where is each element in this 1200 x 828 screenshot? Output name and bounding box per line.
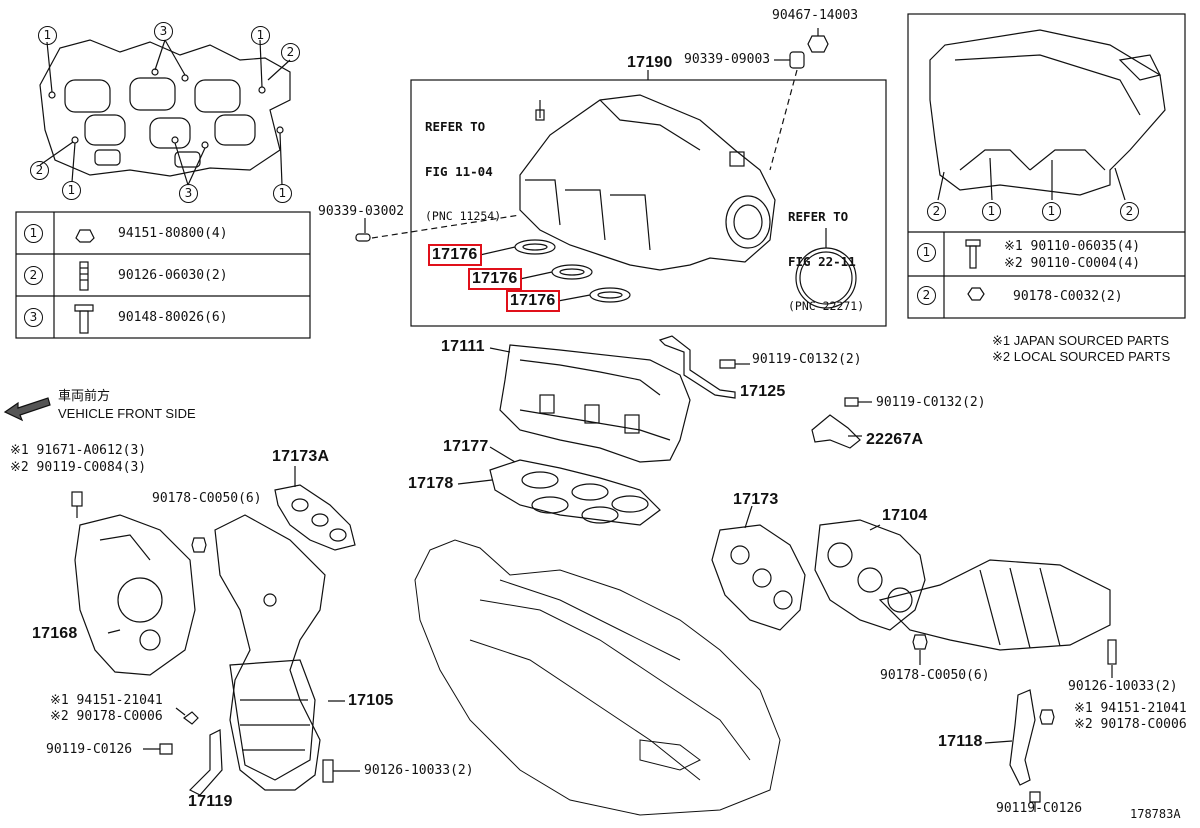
note-japan-sourced: ※1 JAPAN SOURCED PARTS	[992, 333, 1170, 348]
part-90119-c0132-b[interactable]: 90119-C0132(2)	[876, 395, 986, 410]
exhaust-manifold-right-drawing	[711, 505, 1111, 651]
heat-insulator-drawing	[71, 491, 196, 676]
intake-manifold-drawing	[514, 94, 857, 309]
callout-2: 2	[30, 161, 49, 180]
legend-left-num-3: 3	[24, 308, 43, 327]
part-90178-c0050-a[interactable]: 90178-C0050(6)	[152, 491, 262, 506]
part-17104[interactable]: 17104	[882, 507, 928, 524]
vehicle-front-jp: 車両前方	[58, 388, 111, 403]
callout-1: 1	[38, 26, 57, 45]
exhaust-frame	[907, 13, 1186, 319]
callout-1: 1	[273, 184, 292, 203]
part-17176-highlight-3[interactable]: 17176	[506, 290, 560, 312]
part-17111[interactable]: 17111	[441, 338, 485, 355]
part-17176-highlight-1[interactable]: 17176	[428, 244, 482, 266]
legend-left-part-3[interactable]: 90148-80026(6)	[118, 310, 228, 325]
legend-right-part-2[interactable]: 90178-C0032(2)	[1013, 289, 1123, 304]
intake-gasket-drawing	[39, 39, 291, 186]
part-17118[interactable]: 17118	[938, 733, 983, 750]
part-17176-highlight-2[interactable]: 17176	[468, 268, 522, 290]
refer-fig-11-04[interactable]: REFER TO FIG 11-04 (PNC 11254)	[425, 119, 502, 223]
part-17190[interactable]: 17190	[627, 54, 673, 71]
refer-fig-22-11[interactable]: REFER TO FIG 22-11 (PNC 22271)	[788, 209, 865, 313]
part-17173[interactable]: 17173	[733, 491, 779, 508]
part-90339-03002[interactable]: 90339-03002	[318, 204, 405, 219]
part-94151-21041-b[interactable]: ※1 94151-21041	[1074, 701, 1187, 716]
legend-left-num-2: 2	[24, 266, 43, 285]
part-94151-21041-a[interactable]: ※1 94151-21041	[50, 693, 163, 708]
part-90126-10033-b[interactable]: 90126-10033(2)	[1068, 679, 1178, 694]
part-17125[interactable]: 17125	[740, 383, 786, 400]
legend-left-part-1[interactable]: 94151-80800(4)	[118, 226, 228, 241]
vehicle-front-en: VEHICLE FRONT SIDE	[58, 406, 196, 421]
callout-3: 3	[179, 184, 198, 203]
callout-1: 1	[1042, 202, 1061, 221]
part-90467-14003[interactable]: 90467-14003	[772, 8, 859, 23]
legend-right-part-1b[interactable]: ※2 90110-C0004(4)	[1004, 256, 1141, 271]
legend-left-part-2[interactable]: 90126-06030(2)	[118, 268, 228, 283]
part-22267a[interactable]: 22267A	[866, 431, 924, 448]
part-90178-c0006-a[interactable]: ※2 90178-C0006	[50, 709, 163, 724]
legend-right-num-1: 1	[917, 243, 936, 262]
part-90126-10033-a[interactable]: 90126-10033(2)	[364, 763, 474, 778]
part-90178-c0006-b[interactable]: ※2 90178-C0006	[1074, 717, 1187, 732]
part-90178-c0050-b[interactable]: 90178-C0050(6)	[880, 668, 990, 683]
legend-left-num-1: 1	[24, 224, 43, 243]
callout-3: 3	[154, 22, 173, 41]
callout-1: 1	[251, 26, 270, 45]
part-17173a[interactable]: 17173A	[272, 448, 330, 465]
callout-2: 2	[927, 202, 946, 221]
legend-left-frame	[15, 211, 311, 339]
part-17177[interactable]: 17177	[443, 438, 489, 455]
diagram-id: 178783A	[1130, 807, 1181, 821]
legend-right-part-1a[interactable]: ※1 90110-06035(4)	[1004, 239, 1141, 254]
part-90119-c0126-a[interactable]: 90119-C0126	[46, 742, 133, 757]
part-90119-c0132-a[interactable]: 90119-C0132(2)	[752, 352, 862, 367]
note-local-sourced: ※2 LOCAL SOURCED PARTS	[992, 349, 1171, 364]
exhaust-manifold-left-drawing	[214, 514, 345, 791]
callout-2: 2	[1120, 202, 1139, 221]
intake-manifold-17111-drawing	[489, 344, 691, 463]
legend-right-num-2: 2	[917, 286, 936, 305]
callout-2: 2	[281, 43, 300, 62]
part-17178[interactable]: 17178	[408, 475, 454, 492]
part-90119-c0084[interactable]: ※2 90119-C0084(3)	[10, 460, 147, 475]
callout-1: 1	[62, 181, 81, 200]
part-91671-a0612[interactable]: ※1 91671-A0612(3)	[10, 443, 147, 458]
part-17119[interactable]: 17119	[188, 793, 233, 810]
callout-1: 1	[982, 202, 1001, 221]
part-90119-c0126-b[interactable]: 90119-C0126	[996, 801, 1083, 816]
part-90339-09003[interactable]: 90339-09003	[684, 52, 771, 67]
engine-block-drawing	[414, 539, 781, 816]
part-17168[interactable]: 17168	[32, 625, 78, 642]
part-17105[interactable]: 17105	[348, 692, 394, 709]
upper-intake-drawing	[929, 29, 1166, 201]
